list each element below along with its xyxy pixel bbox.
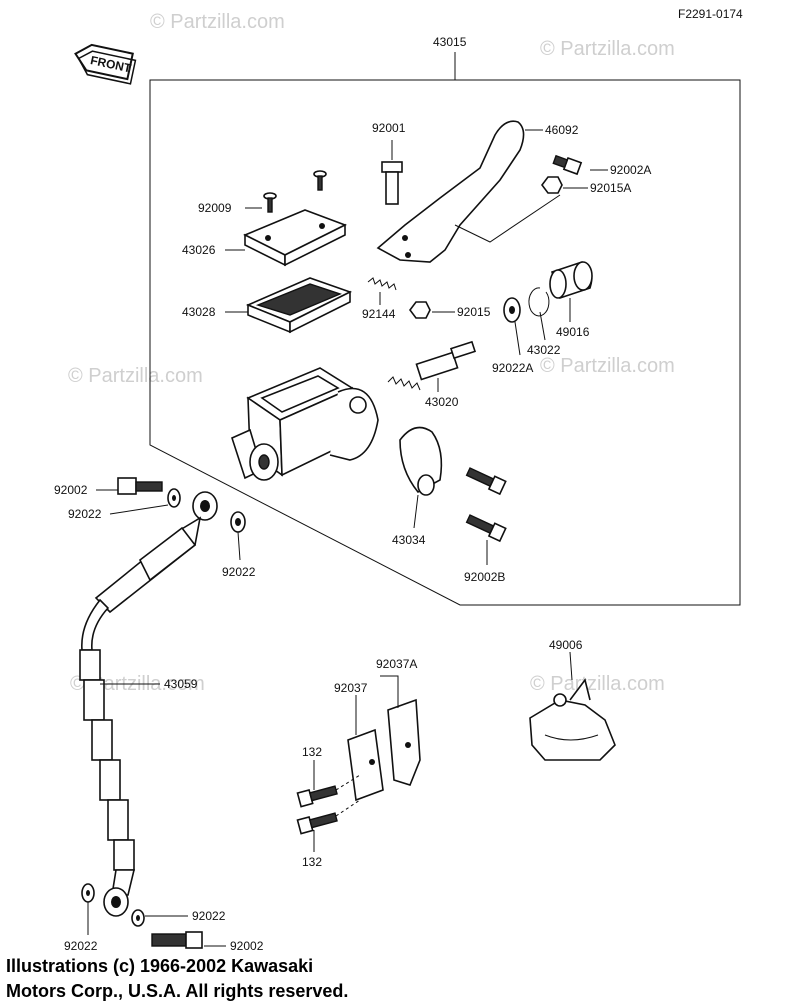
bolt-92002a	[552, 154, 583, 176]
label-92022-c: 92022	[192, 909, 226, 923]
brake-hose	[79, 491, 218, 917]
label-49016: 49016	[556, 325, 590, 339]
spring-92144	[367, 277, 397, 291]
label-46092: 46092	[545, 123, 579, 137]
label-92037a: 92037A	[376, 657, 417, 671]
label-43015: 43015	[433, 35, 467, 49]
bracket-92037	[347, 728, 384, 802]
watermark: © Partzilla.com	[68, 365, 203, 387]
nut-92015	[409, 301, 431, 319]
label-92002b: 92002B	[464, 570, 505, 584]
watermark: © Partzilla.com	[530, 673, 665, 695]
label-92144: 92144	[362, 307, 396, 321]
holder-49006	[529, 678, 616, 761]
label-92022: 92022	[68, 507, 102, 521]
label-92022-d: 92022	[64, 939, 98, 953]
drawing-code: F2291-0174	[678, 7, 743, 21]
label-132-b: 132	[302, 855, 322, 869]
circlip-43022	[528, 287, 550, 317]
bracket-92037a	[387, 698, 421, 786]
label-43034: 43034	[392, 533, 426, 547]
copyright-line-1: Illustrations (c) 1966-2002 Kawasaki	[6, 956, 314, 976]
dust-boot	[549, 261, 593, 300]
front-arrow-icon: FRONT	[74, 43, 137, 85]
banjo-bolt-top	[117, 477, 163, 495]
copyright-notice: Illustrations (c) 1966-2002 Kawasaki Mot…	[6, 954, 426, 1004]
label-92001: 92001	[372, 121, 406, 135]
copyright-line-2: Motors Corp., U.S.A. All rights reserved…	[6, 981, 349, 1001]
label-132-a: 132	[302, 745, 322, 759]
master-cylinder-body	[231, 367, 379, 481]
clamp-43034	[399, 426, 443, 496]
assembly-outline	[149, 79, 741, 606]
label-43028: 43028	[182, 305, 216, 319]
brake-lever	[376, 120, 525, 263]
watermark: © Partzilla.com	[540, 355, 675, 377]
label-43022: 43022	[527, 343, 561, 357]
label-92015: 92015	[457, 305, 491, 319]
bolt-132	[296, 774, 361, 835]
label-92022-b: 92022	[222, 565, 256, 579]
nut-92015a	[541, 176, 563, 194]
label-92022a: 92022A	[492, 361, 533, 375]
watermark: © Partzilla.com	[150, 11, 285, 33]
label-92015a: 92015A	[590, 181, 631, 195]
label-92002: 92002	[54, 483, 88, 497]
piston-kit	[387, 340, 477, 391]
screw-92009	[263, 170, 327, 213]
label-92037: 92037	[334, 681, 368, 695]
banjo-bolt-bottom	[151, 931, 203, 949]
label-92002-c: 92002	[230, 939, 264, 953]
label-92009: 92009	[198, 201, 232, 215]
label-43026: 43026	[182, 243, 216, 257]
label-92002a: 92002A	[610, 163, 651, 177]
pivot-bolt	[381, 161, 403, 205]
label-43059: 43059	[164, 677, 198, 691]
label-49006: 49006	[549, 638, 583, 652]
bolt-92002b	[465, 467, 507, 543]
watermark: © Partzilla.com	[540, 38, 675, 60]
label-43020: 43020	[425, 395, 459, 409]
